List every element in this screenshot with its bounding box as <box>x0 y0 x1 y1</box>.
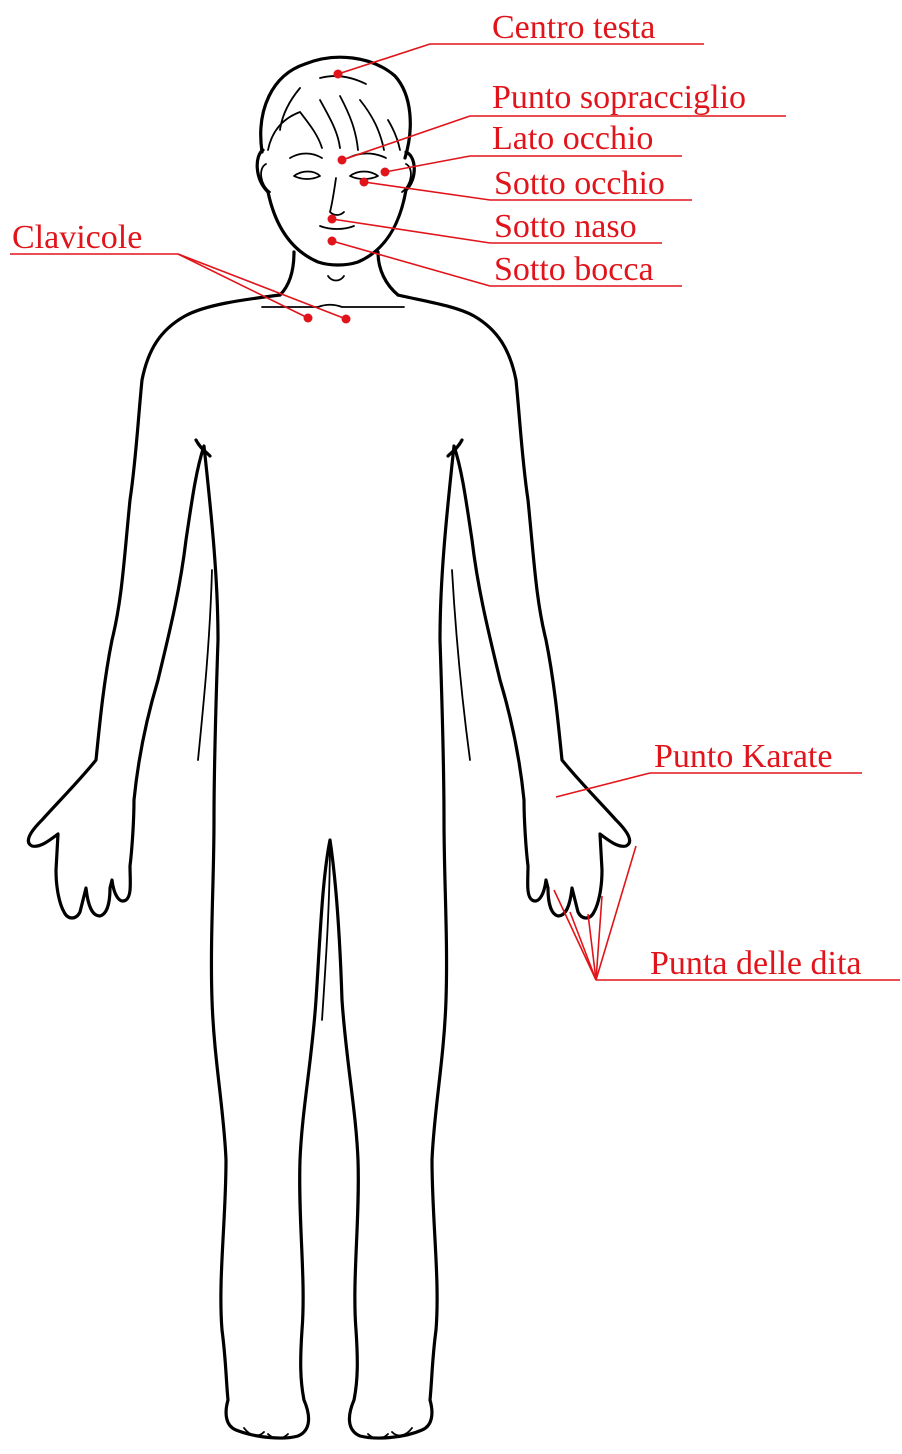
label-lato-occhio: Lato occhio <box>492 120 653 157</box>
nose <box>330 178 344 215</box>
neck-left <box>280 252 294 295</box>
leader-line <box>332 219 490 243</box>
annotation-sotto-naso: Sotto naso <box>328 208 663 245</box>
hair-strands <box>268 76 400 150</box>
mouth <box>320 226 354 229</box>
left-arm-inner <box>198 570 212 760</box>
left-eyebrow <box>290 154 322 159</box>
label-punto-sopracciglio: Punto sopracciglio <box>492 79 746 116</box>
label-punto-karate: Punto Karate <box>654 738 832 775</box>
right-arm-inner <box>452 570 470 760</box>
label-clavicole: Clavicole <box>12 219 142 256</box>
leader-line <box>556 773 650 797</box>
label-punta-delle-dita: Punta delle dita <box>650 945 862 982</box>
tapping-point-annotations: Centro testa Punto sopracciglio Lato occ… <box>10 9 900 982</box>
leader-line <box>385 156 470 172</box>
annotation-punta-delle-dita: Punta delle dita <box>554 846 900 982</box>
annotation-centro-testa: Centro testa <box>334 9 705 79</box>
label-centro-testa: Centro testa <box>492 9 655 46</box>
neck-notch <box>328 276 344 281</box>
label-sotto-naso: Sotto naso <box>494 208 637 245</box>
left-eye <box>294 172 320 180</box>
label-sotto-occhio: Sotto occhio <box>494 165 665 202</box>
head-outline <box>257 150 414 265</box>
annotation-punto-karate: Punto Karate <box>556 738 862 797</box>
leader-line <box>364 182 490 200</box>
label-sotto-bocca: Sotto bocca <box>494 251 654 288</box>
